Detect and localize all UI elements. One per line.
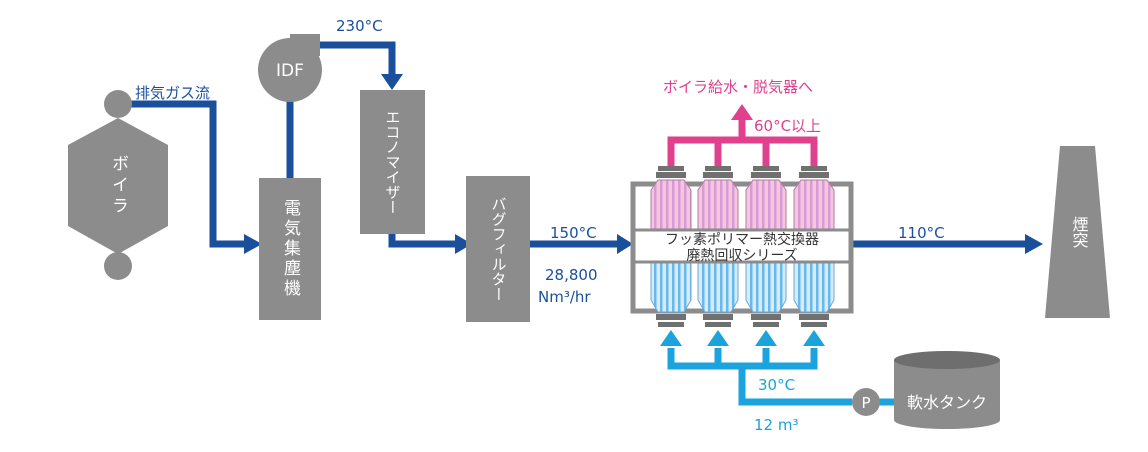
economizer-label: エコノマイザー bbox=[384, 110, 402, 215]
idf-fan: IDF bbox=[258, 34, 322, 102]
boiler-label: ボイラ bbox=[108, 154, 128, 217]
exhaust-gas-label: 排気ガス流 bbox=[135, 84, 210, 102]
hot-water-header bbox=[667, 136, 818, 166]
arrow-up-3 bbox=[755, 330, 777, 346]
bag-filter: バグフィルター bbox=[466, 176, 530, 322]
bag-filter-body bbox=[466, 176, 530, 322]
exchanger-label-line-2: 廃熱回収シリーズ bbox=[686, 247, 797, 264]
exchanger-module-3 bbox=[745, 166, 787, 327]
hot-water-outlet-arrow bbox=[731, 104, 753, 120]
tank-top bbox=[894, 351, 1000, 369]
cold-water-arrowheads bbox=[660, 330, 825, 346]
idf-fan-body bbox=[258, 38, 322, 102]
arrow-up-2 bbox=[707, 330, 729, 346]
pump-body bbox=[852, 388, 880, 416]
pump-label: P bbox=[861, 394, 870, 412]
temp-inlet-label: 30°C bbox=[758, 376, 795, 394]
precipitator-body bbox=[259, 178, 321, 320]
boiler-top-cap bbox=[104, 90, 132, 118]
economizer: エコノマイザー bbox=[360, 90, 425, 234]
cold-water-header bbox=[667, 348, 818, 370]
economizer-body bbox=[360, 90, 425, 234]
outlet-destination-label: ボイラ給水・脱気器へ bbox=[663, 78, 813, 96]
exhaust-flow-lines bbox=[118, 41, 1030, 248]
soft-water-tank: 軟水タンク bbox=[894, 351, 1000, 429]
pump: P bbox=[852, 388, 880, 416]
exchanger-label-line-1: フッ素ポリマー熱交換器 bbox=[665, 231, 819, 248]
stack-label: 煙突 bbox=[1070, 216, 1089, 248]
electrostatic-precipitator: 電気集塵機 bbox=[259, 178, 321, 320]
boiler-to-precipitator-line bbox=[118, 100, 248, 248]
economizer-to-bagfilter-line bbox=[388, 234, 460, 248]
temp-110-label: 110°C bbox=[898, 224, 945, 242]
exhaust-flow-arrowheads bbox=[244, 74, 1043, 254]
tank-bottom bbox=[894, 411, 1000, 429]
arrow-into-bagfilter bbox=[455, 234, 472, 254]
temp-230-label: 230°C bbox=[336, 17, 383, 35]
arrow-into-stack bbox=[1025, 234, 1043, 254]
tank-label: 軟水タンク bbox=[907, 393, 987, 412]
volume-label: 12 m³ bbox=[754, 416, 798, 434]
idf-label: IDF bbox=[276, 61, 304, 81]
precipitator-label: 電気集塵機 bbox=[280, 199, 301, 299]
idf-to-economizer-line bbox=[316, 41, 396, 78]
tank-body bbox=[894, 360, 1000, 420]
boiler-body bbox=[68, 118, 168, 254]
cold-water-lines bbox=[667, 348, 894, 406]
arrow-into-precipitator bbox=[244, 234, 262, 254]
temp-outlet-label: 60°C以上 bbox=[754, 117, 821, 135]
exchanger-module-2 bbox=[697, 166, 739, 327]
exchanger-module-4 bbox=[793, 166, 835, 327]
stack: 煙突 bbox=[1045, 146, 1110, 318]
cold-water-supply-line bbox=[738, 366, 852, 406]
boiler-bottom-cap bbox=[104, 252, 132, 280]
stack-body bbox=[1045, 146, 1110, 318]
flow-rate-unit: Nm³/hr bbox=[538, 288, 591, 306]
flow-rate-value: 28,800 bbox=[545, 266, 598, 284]
arrow-into-exchanger bbox=[617, 234, 633, 254]
boiler: ボイラ bbox=[68, 90, 168, 280]
arrow-into-economizer bbox=[381, 74, 403, 90]
heat-exchanger: フッ素ポリマー熱交換器 廃熱回収シリーズ bbox=[630, 166, 854, 327]
exchanger-label-band bbox=[646, 230, 844, 262]
exchanger-module-1 bbox=[650, 166, 692, 327]
bag-filter-label: バグフィルター bbox=[490, 197, 508, 302]
arrow-up-4 bbox=[803, 330, 825, 346]
temp-150-label: 150°C bbox=[550, 224, 597, 242]
arrow-up-1 bbox=[660, 330, 682, 346]
